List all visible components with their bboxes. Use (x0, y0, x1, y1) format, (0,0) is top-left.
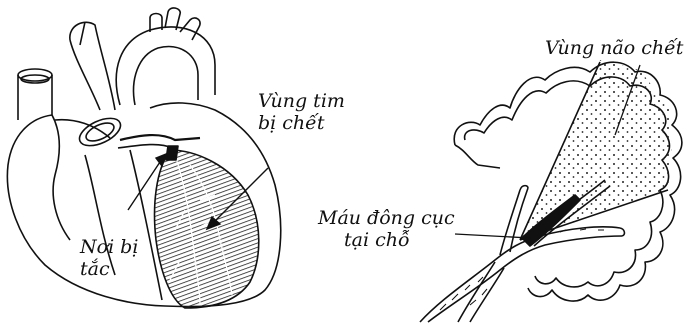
heart-dead-area-label: Vùng tim bị chết (258, 90, 345, 134)
heart-dead-area-line-1: Vùng tim (258, 90, 345, 112)
blockage-line-2: tắc (80, 258, 138, 280)
artery-branch-3 (180, 18, 200, 40)
heart-dead-area-line-2: bị chết (258, 112, 345, 134)
blockage-label: Nơi bị tắc (80, 236, 138, 280)
blockage-line-1: Nơi bị (80, 236, 138, 258)
heart-illustration (7, 8, 280, 308)
pulmonary-trunk (70, 22, 115, 110)
aorta (116, 27, 215, 105)
valve-ring (75, 113, 124, 152)
coronary-artery (120, 135, 200, 140)
clot-label: Máu đông cục tại chỗ (318, 207, 455, 251)
clot-line-2: tại chỗ (318, 229, 455, 251)
clot-line-1: Máu đông cục (318, 207, 455, 229)
brain-illustration (420, 55, 690, 322)
clot-pointer (455, 234, 530, 238)
brain-dead-area-label: Vùng não chết (545, 37, 683, 59)
blockage-mark (166, 146, 178, 160)
